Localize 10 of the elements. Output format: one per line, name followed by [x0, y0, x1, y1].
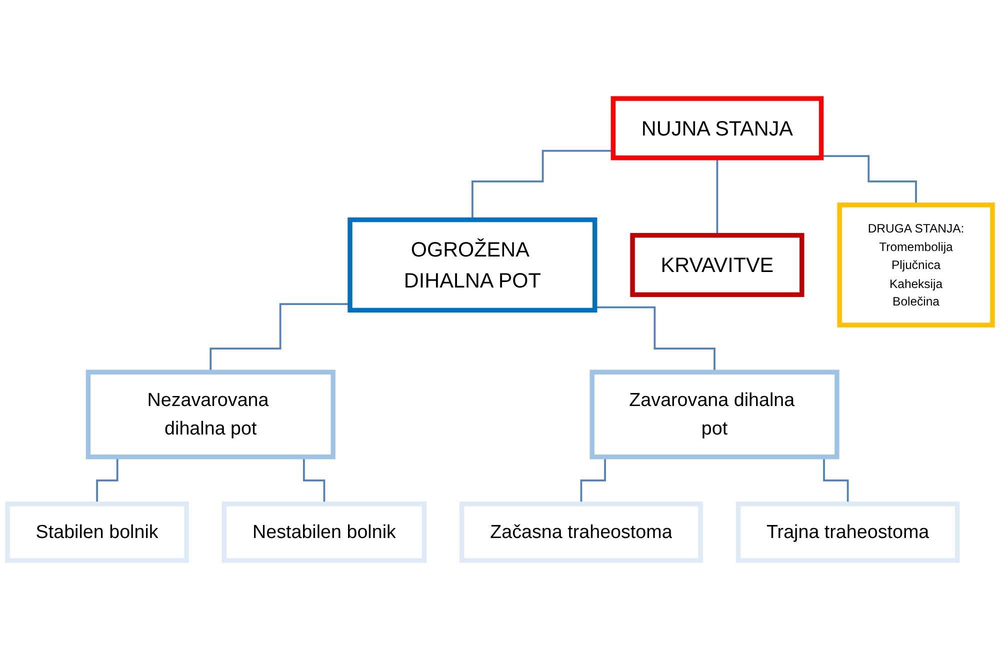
- node-box: Trajna traheostoma: [736, 502, 960, 563]
- node-box: Začasna traheostoma: [460, 502, 703, 563]
- node-box: Stabilen bolnik: [5, 502, 189, 563]
- node-box: Nestabilen bolnik: [222, 502, 427, 563]
- node-box: KRVAVITVE: [630, 232, 804, 297]
- node-box: Nezavarovana dihalna pot: [86, 370, 336, 460]
- node-box: NUJNA STANJA: [610, 96, 824, 160]
- node-box: Zavarovana dihalna pot: [590, 370, 840, 460]
- node-box: OGROŽENA DIHALNA POT: [348, 217, 598, 313]
- node-box: DRUGA STANJA: Tromembolija Pljučnica Kaheksija Bolečina: [837, 202, 995, 328]
